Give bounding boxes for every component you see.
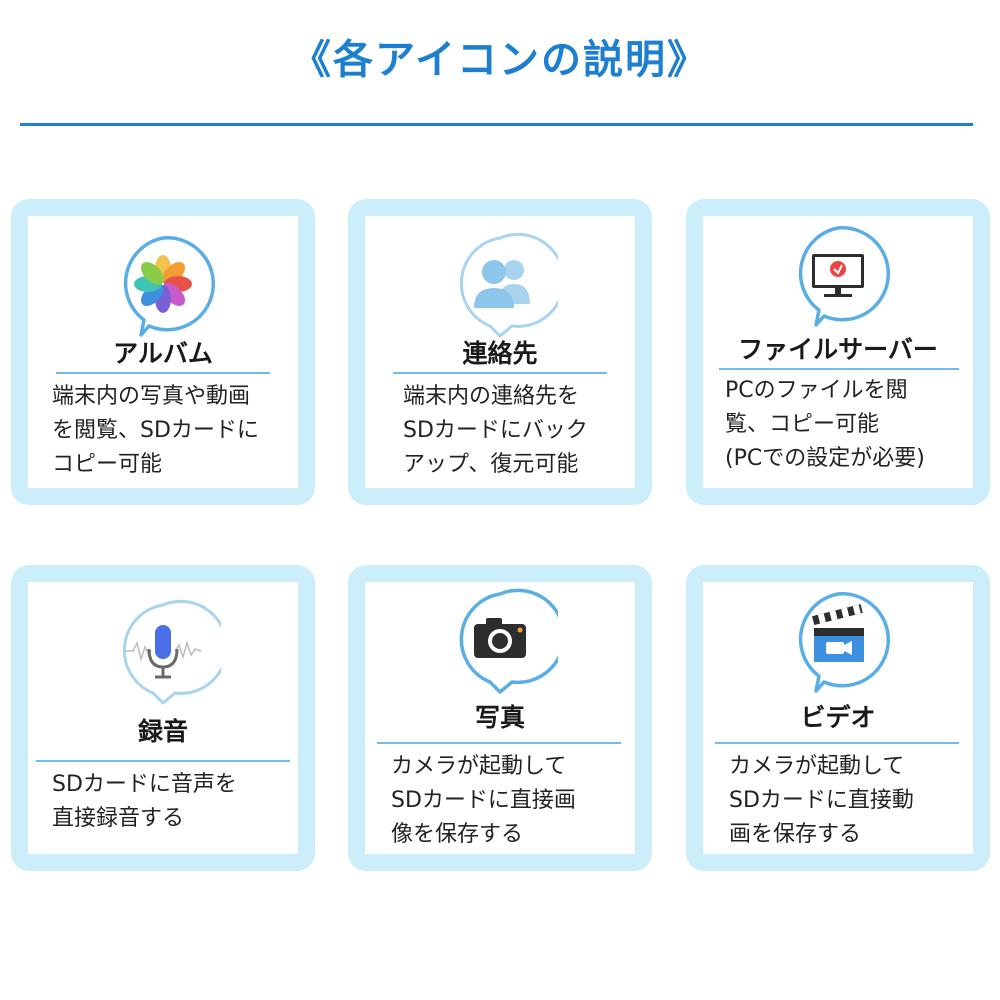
- page-title: 《各アイコンの説明》: [291, 37, 709, 83]
- card-description: カメラが起動して SDカードに直接画 像を保存する: [391, 754, 576, 847]
- card-description: 端末内の写真や動画 を閲覧、SDカードに コピー可能: [52, 384, 259, 477]
- card-description: SDカードに音声を 直接録音する: [52, 772, 237, 831]
- microphone-icon: [105, 599, 221, 705]
- card-divider: [715, 742, 959, 744]
- card-description: PCのファイルを閲 覧、コピー可能 (PCでの設定が必要): [725, 378, 925, 471]
- contacts-people-icon: [442, 232, 558, 338]
- camera-icon: [442, 588, 558, 694]
- card-title: ビデオ: [800, 703, 876, 732]
- card-divider: [36, 760, 290, 762]
- card-video: ビデオ カメラが起動して SDカードに直接動 画を保存する: [686, 565, 990, 871]
- card-divider: [719, 368, 959, 370]
- card-file-server: ファイルサーバー PCのファイルを閲 覧、コピー可能 (PCでの設定が必要): [686, 199, 990, 505]
- card-description: カメラが起動して SDカードに直接動 画を保存する: [729, 754, 914, 847]
- card-photo: 写真 カメラが起動して SDカードに直接画 像を保存する: [348, 565, 652, 871]
- monitor-icon: [780, 222, 896, 328]
- card-title: 連絡先: [462, 339, 538, 368]
- card-title: アルバム: [113, 339, 213, 368]
- card-description: 端末内の連絡先を SDカードにバック アップ、復元可能: [403, 384, 588, 477]
- card-divider: [377, 742, 621, 744]
- card-recording: 録音 SDカードに音声を 直接録音する: [11, 565, 315, 871]
- card-title: ファイルサーバー: [738, 335, 938, 364]
- clapperboard-icon: [780, 588, 896, 694]
- title-divider: [20, 123, 973, 126]
- photos-flower-icon: [105, 232, 221, 338]
- card-divider: [393, 372, 607, 374]
- card-contacts: 連絡先 端末内の連絡先を SDカードにバック アップ、復元可能: [348, 199, 652, 505]
- card-album: アルバム 端末内の写真や動画 を閲覧、SDカードに コピー可能: [11, 199, 315, 505]
- card-title: 録音: [137, 717, 188, 746]
- card-divider: [56, 372, 270, 374]
- card-title: 写真: [474, 703, 525, 732]
